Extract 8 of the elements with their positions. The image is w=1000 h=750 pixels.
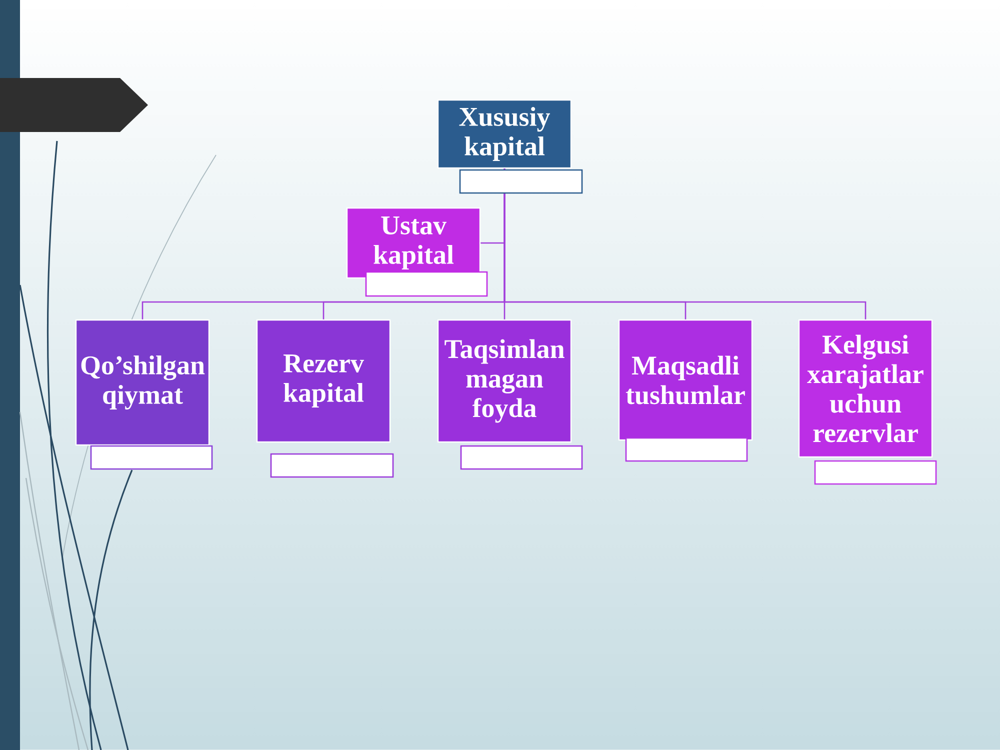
org-box: Ustav kapital — [346, 207, 481, 279]
org-box: Maqsadli tushumlar — [618, 319, 753, 441]
connector-line — [504, 168, 866, 320]
org-box: Qo’shilgan qiymat — [75, 319, 210, 446]
org-box: Kelgusi xarajatlar uchun rezervlar — [798, 319, 933, 458]
org-box: Rezerv kapital — [256, 319, 391, 443]
org-box: Xususiy kapital — [437, 99, 572, 169]
org-box: Taqsimlan magan foyda — [437, 319, 572, 443]
